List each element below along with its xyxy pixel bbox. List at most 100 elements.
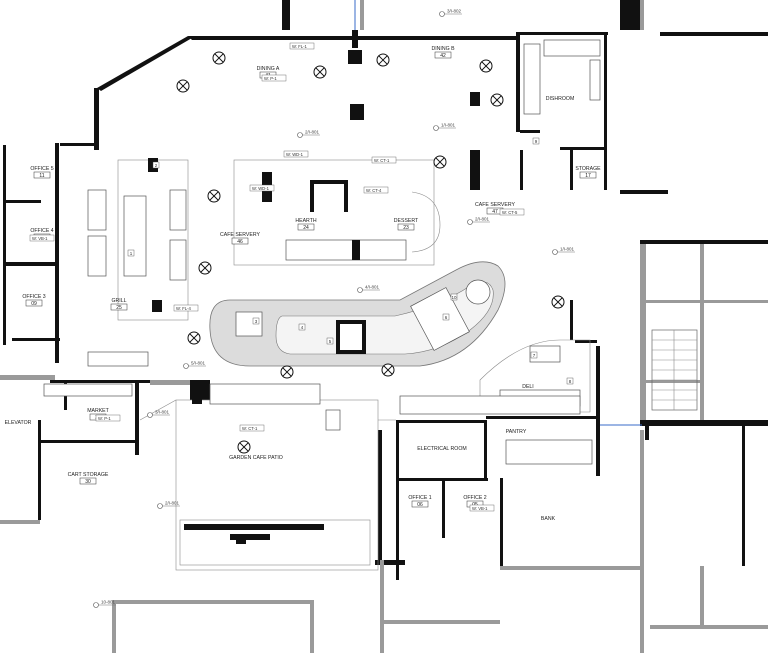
finish-tag: W: VB-1: [469, 504, 495, 512]
equipment-tag-box: [326, 337, 334, 345]
equipment-tag-box: [152, 161, 160, 169]
finish-tag-text: W: P-1: [264, 76, 277, 81]
equipment-tag-box: [298, 323, 306, 331]
room-number: 47: [492, 209, 498, 215]
equipment-tag-number: 8: [569, 379, 572, 384]
detail-callout: 1/I-801: [552, 247, 575, 255]
equipment-tag: 8: [566, 377, 574, 385]
finish-tag: W: CT-5: [499, 208, 525, 216]
equipment-tag-number: 6: [445, 315, 448, 320]
room-name: GRILL: [112, 298, 127, 304]
finish-tag-text: W: FL-1: [292, 44, 307, 49]
finish-tag-box: [363, 186, 389, 194]
finish-tag-text: W: FL-4: [176, 306, 191, 311]
room-name: MARKET: [87, 408, 109, 414]
hearth-island: [233, 159, 441, 266]
callout-label: 1/I-801: [441, 123, 456, 128]
finish-tag-box: [29, 234, 55, 242]
detail-callout: 2/I-801: [157, 501, 180, 509]
room-name: OFFICE 4: [30, 228, 53, 234]
callout-marker: [467, 219, 473, 225]
room-number: 11: [39, 173, 44, 179]
room-name: DINING A: [257, 66, 280, 72]
equipment-tag-number: 1: [130, 251, 133, 256]
equipment-tag-box: [532, 137, 540, 145]
patio-trellis: [139, 399, 396, 571]
callout-label: 2/I-801: [475, 217, 490, 222]
finish-tag-text: W: WD-1: [252, 186, 270, 191]
callout-label: 3/I-802: [447, 9, 462, 14]
light-fixture-icon: [280, 365, 294, 379]
light-fixture-icon: [313, 65, 327, 79]
finish-tag-text: W: CT-1: [242, 426, 258, 431]
market-fixtures: [43, 351, 341, 431]
room-number: 30: [85, 479, 91, 485]
room-label: ELECTRICAL ROOM: [417, 446, 466, 452]
room-name: BANK: [541, 516, 556, 522]
room-label: GARDEN CAFE PATIO: [229, 455, 283, 461]
equipment-tag: 5: [326, 337, 334, 345]
room-name: DISHROOM: [546, 96, 575, 102]
room-number: 09: [31, 301, 37, 307]
callout-marker: [433, 125, 439, 131]
callout-marker: [439, 11, 445, 17]
callout-label: 1/I-801: [560, 247, 575, 252]
finish-tag-text: W: CT-4: [366, 188, 382, 193]
finish-tag-box: [95, 414, 121, 422]
detail-callout: 2/I-801: [467, 217, 490, 225]
finish-tag-box: [173, 304, 199, 312]
callout-marker: [93, 602, 99, 608]
room-name: OFFICE 1: [408, 495, 431, 501]
finish-tag: W: P-1: [95, 414, 121, 422]
callout-label: 2/I-801: [305, 130, 320, 135]
finish-tag-text: W: P-1: [98, 416, 111, 421]
finish-tag: W: WD-1: [283, 150, 309, 158]
light-fixture-icon: [237, 440, 251, 454]
finish-tag: W: CT-1: [239, 424, 265, 432]
finish-tag: W: VB-1: [29, 234, 55, 242]
light-fixture-icon: [381, 363, 395, 377]
room-label: ELEVATOR: [5, 420, 32, 426]
equipment-tag-number: 2: [155, 163, 158, 168]
equipment-tag: 6: [442, 313, 450, 321]
room-label: PANTRY: [506, 429, 527, 435]
pantry-fixtures: [399, 395, 593, 465]
finish-tag-text: W: CT-1: [374, 158, 390, 163]
light-fixture-icon: [176, 79, 190, 93]
finish-tag-box: [261, 74, 287, 82]
callout-marker: [157, 503, 163, 509]
room-number-box: [297, 223, 315, 231]
detail-callout: 1/I-801: [433, 123, 456, 131]
detail-callout: 4/I-801: [357, 285, 380, 293]
finish-tag-box: [283, 150, 309, 158]
finish-tag: W: FL-4: [173, 304, 199, 312]
room-name: ELECTRICAL ROOM: [417, 446, 466, 452]
light-fixtures: [176, 51, 565, 454]
callout-marker: [183, 363, 189, 369]
finish-tag: W: CT-1: [371, 156, 397, 164]
room-name: CAFE SERVERY: [220, 232, 260, 238]
callout-marker: [357, 287, 363, 293]
room-number: 17: [585, 173, 591, 179]
room-name: DINING B: [431, 46, 455, 52]
room-name: OFFICE 5: [30, 166, 53, 172]
room-name: GARDEN CAFE PATIO: [229, 455, 283, 461]
light-fixture-icon: [212, 51, 226, 65]
finish-tag-box: [289, 42, 315, 50]
room-name: CAFE SERVERY: [475, 202, 515, 208]
callout-marker: [552, 249, 558, 255]
room-label: OFFICE 106: [408, 495, 431, 508]
room-name: OFFICE 2: [463, 495, 486, 501]
room-name: ELEVATOR: [5, 420, 32, 426]
finish-tag: W: FL-1: [289, 42, 315, 50]
equipment-tag-number: 7: [533, 353, 536, 358]
equipment-tag-box: [442, 313, 450, 321]
room-number: 25: [116, 305, 122, 311]
room-number-box: [397, 223, 415, 231]
room-number: 46: [237, 239, 243, 245]
detail-callout: 5/I-801: [183, 361, 206, 369]
light-fixture-icon: [376, 53, 390, 67]
